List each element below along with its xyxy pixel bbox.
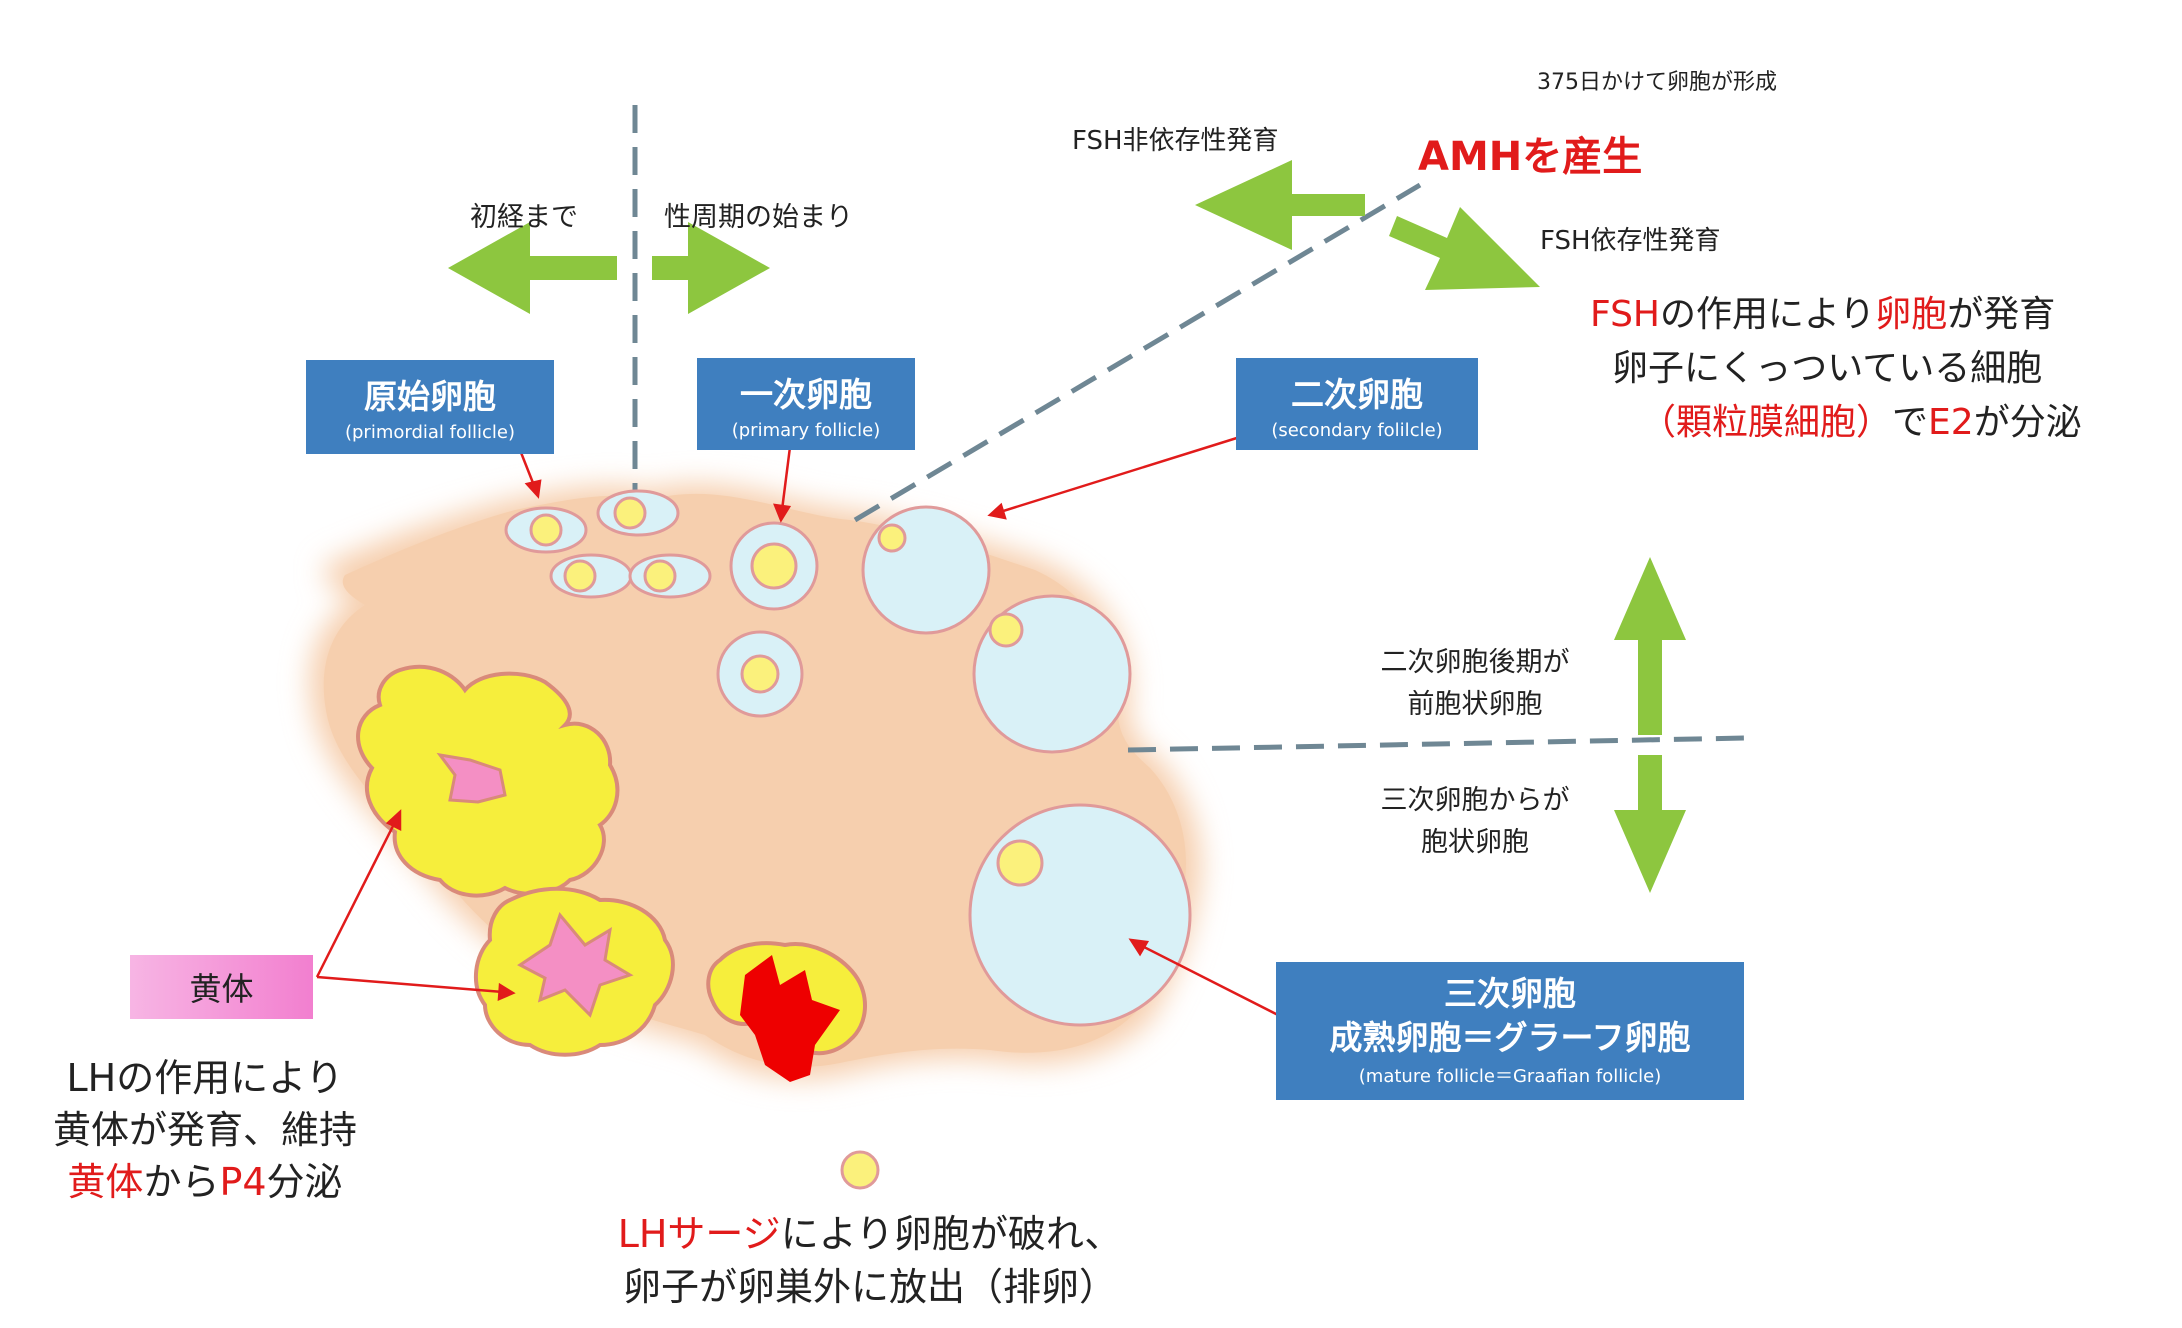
fsh-dependent-label: FSH依存性発育 bbox=[1540, 226, 1721, 256]
ovulation-note: LHサージにより卵胞が破れ、 卵子が卵巣外に放出（排卵） bbox=[617, 1212, 1123, 1309]
green-arrows bbox=[448, 160, 1686, 893]
ruptured-follicle bbox=[706, 941, 868, 1082]
fsh-note-line-3: （顆粒膜細胞）でE2が分泌 bbox=[1640, 402, 2082, 443]
secondary-follicles bbox=[861, 505, 1132, 754]
secondary-follicle-label: 二次卵胞 (secondary folilcle) bbox=[1236, 358, 1478, 450]
fsh-note-line-1: FSHの作用により卵胞が発育 bbox=[1590, 294, 2056, 335]
fsh-note-line-2: 卵子にくっついている細胞 bbox=[1612, 348, 2043, 389]
late-secondary-note: 二次卵胞後期が 前胞状卵胞 bbox=[1380, 647, 1570, 720]
tertiary-follicle bbox=[968, 803, 1192, 1027]
fsh-independent-label: FSH非依存性発育 bbox=[1072, 126, 1279, 156]
released-oocyte bbox=[840, 1150, 880, 1190]
corpus-luteum-label: 黄体 bbox=[189, 970, 254, 1008]
corpus-luteum-note: LHの作用により 黄体が発育、維持 黄体からP4分泌 bbox=[52, 1056, 357, 1204]
corpus-luteum-medium bbox=[473, 886, 675, 1057]
amh-label: AMHを産生 bbox=[1418, 134, 1643, 180]
primordial-follicles bbox=[504, 489, 712, 599]
fsh-note: FSHの作用により卵胞が発育 卵子にくっついている細胞 （顆粒膜細胞）でE2が分… bbox=[1590, 288, 2082, 450]
primordial-follicle-label: 原始卵胞 (primordial follicle) bbox=[306, 360, 554, 454]
primary-follicle-label: 一次卵胞 (primary follicle) bbox=[697, 358, 915, 450]
dashed-dividers bbox=[632, 105, 1746, 753]
note-375-days: 375日かけて卵胞が形成 bbox=[1537, 70, 1777, 95]
corpus-luteum-large bbox=[356, 664, 620, 898]
corpus-luteum-badge: 黄体 bbox=[130, 955, 313, 1019]
pointer-arrows bbox=[315, 435, 1279, 1017]
tertiary-follicle-label: 三次卵胞 成熟卵胞＝グラーフ卵胞 (mature follicle＝Graafi… bbox=[1276, 962, 1744, 1100]
primary-follicles bbox=[716, 521, 819, 718]
tertiary-antral-note: 三次卵胞からが 胞状卵胞 bbox=[1380, 785, 1570, 858]
until-menarche-label: 初経まで bbox=[470, 202, 578, 233]
cycle-start-label: 性周期の始まり bbox=[664, 202, 853, 233]
